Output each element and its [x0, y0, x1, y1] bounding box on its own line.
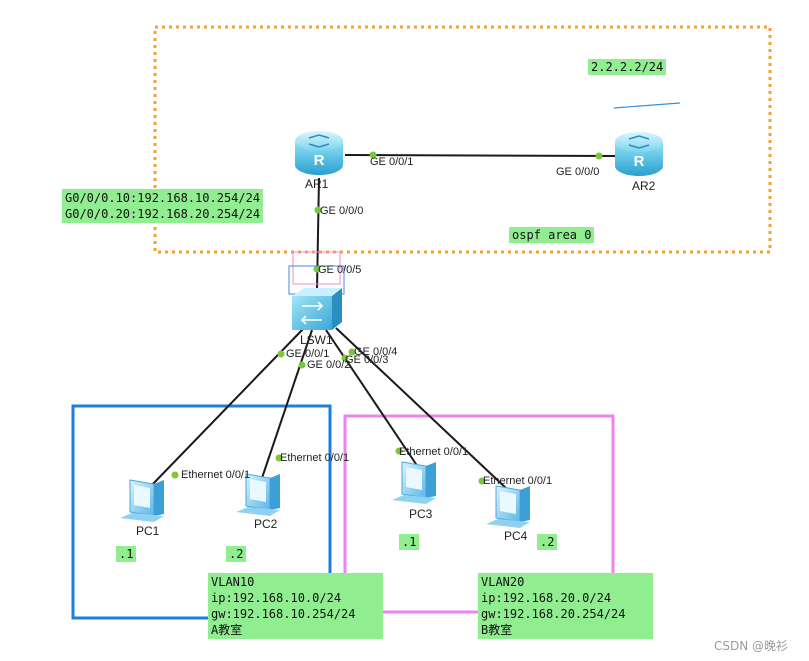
port-label-pc4-eth: Ethernet 0/0/1 [483, 475, 553, 487]
note-vlan20-ip: ip:192.168.20.0/24 [481, 591, 612, 605]
pc4-icon[interactable] [486, 485, 530, 528]
port-dots [171, 151, 603, 485]
note-ospf-area: ospf area 0 [509, 227, 595, 243]
device-label-lsw1: LSW1 [300, 333, 333, 347]
note-vlan20-room: B教室 [481, 623, 513, 637]
port-label-lsw-ge003: GE 0/0/3 [345, 354, 389, 366]
device-label-pc1: PC1 [136, 524, 160, 538]
note-subif-line-2: G0/0/0.20:192.168.20.254/24 [65, 207, 261, 221]
port-label-pc2-eth: Ethernet 0/0/1 [280, 452, 350, 464]
link-lsw1-pc4[interactable] [335, 327, 509, 491]
port-dot-pc1 [171, 471, 179, 479]
device-label-ar2: AR2 [632, 179, 656, 193]
port-dot-pc2 [275, 454, 283, 462]
note-pc4-host: .2 [537, 534, 558, 550]
note-vlan10: VLAN10 ip:192.168.10.0/24 gw:192.168.10.… [208, 573, 383, 639]
note-vlan20-gw: gw:192.168.20.254/24 [481, 607, 626, 621]
port-dot-ar1-ge001 [369, 151, 377, 159]
device-label-pc4: PC4 [504, 529, 528, 543]
port-label-pc3-eth: Ethernet 0/0/1 [399, 446, 469, 458]
device-label-pc3: PC3 [409, 507, 433, 521]
note-vlan10-room: A教室 [211, 623, 243, 637]
pc2-icon[interactable] [236, 473, 280, 516]
port-dot-lsw-ge004 [348, 348, 356, 356]
link-ar1-ar2[interactable] [344, 154, 616, 157]
port-dot-pc4 [478, 477, 486, 485]
device-label-pc2: PC2 [254, 517, 278, 531]
port-label-pc1-eth: Ethernet 0/0/1 [181, 469, 251, 481]
ar2-antenna-line [613, 102, 681, 109]
port-dot-lsw-ge001 [277, 350, 285, 358]
port-label-lsw-ge004: GE 0/0/4 [354, 346, 398, 358]
port-label-ar1-ge000: GE 0/0/0 [320, 205, 364, 217]
link-lsw1-pc3[interactable] [325, 329, 421, 471]
note-pc1-host: .1 [116, 546, 137, 562]
note-subif-line-1: G0/0/0.10:192.168.10.254/24 [65, 191, 261, 205]
note-ar2-ip: 2.2.2.2/24 [588, 59, 667, 75]
svg-text:R: R [314, 152, 325, 169]
svg-text:R: R [634, 153, 645, 170]
router-ar1-icon[interactable]: R [295, 131, 343, 175]
note-vlan10-gw: gw:192.168.10.254/24 [211, 607, 356, 621]
port-dot-lsw-ge005 [313, 265, 321, 273]
port-dot-pc3 [395, 447, 403, 455]
pc1-icon[interactable] [120, 479, 164, 522]
port-label-ar1-ge001: GE 0/0/1 [370, 156, 414, 168]
device-label-ar1: AR1 [305, 177, 329, 191]
port-label-lsw-ge002: GE 0/0/2 [307, 359, 351, 371]
switch-lsw1-icon[interactable] [292, 288, 342, 330]
lsw1-selection-pink [292, 251, 341, 285]
vlan10-boundary [71, 404, 332, 620]
note-pc2-host: .2 [226, 546, 247, 562]
port-label-lsw-ge001: GE 0/0/1 [286, 348, 330, 360]
note-vlan20: VLAN20 ip:192.168.20.0/24 gw:192.168.20.… [478, 573, 653, 639]
note-vlan20-name: VLAN20 [481, 575, 525, 589]
port-dot-ar1-ge000 [314, 206, 322, 214]
port-dot-lsw-ge002 [298, 361, 306, 369]
note-vlan10-name: VLAN10 [211, 575, 255, 589]
port-dot-lsw-ge003 [341, 354, 349, 362]
port-label-lsw-ge005: GE 0/0/5 [318, 264, 362, 276]
port-dot-ar2-ge000 [595, 152, 603, 160]
note-subinterfaces: G0/0/0.10:192.168.10.254/24 G0/0/0.20:19… [62, 189, 264, 223]
csdn-watermark: CSDN @晚衫 [714, 639, 789, 653]
port-label-ar2-ge000: GE 0/0/0 [556, 166, 600, 178]
note-vlan10-ip: ip:192.168.10.0/24 [211, 591, 342, 605]
note-pc3-host: .1 [399, 534, 420, 550]
router-ar2-icon[interactable]: R [615, 132, 663, 176]
link-lsw1-pc2[interactable] [261, 329, 313, 479]
pc3-icon[interactable] [392, 461, 436, 504]
